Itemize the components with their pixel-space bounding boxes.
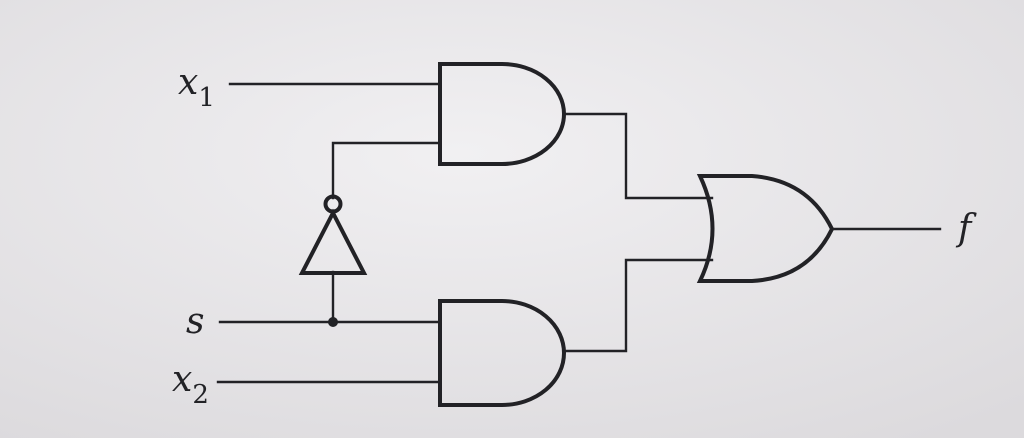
wire-and2-to-or (563, 258, 714, 353)
and-gate-1 (438, 62, 566, 166)
label-x2-subscript: 2 (192, 380, 209, 410)
and-gate-2 (438, 299, 566, 407)
label-s-base: s (186, 301, 204, 342)
label-x1-base: x (178, 62, 198, 103)
junction-dot (328, 317, 338, 327)
wire-not-to-and1 (331, 141, 442, 200)
not-gate-bubble (323, 194, 343, 214)
not-gate (298, 208, 368, 275)
label-x2: x2 (172, 359, 209, 410)
label-x1-subscript: 1 (198, 83, 215, 113)
wire-and1-to-or (563, 112, 714, 200)
label-x2-base: x (172, 359, 192, 400)
label-x1: x1 (178, 62, 215, 113)
or-gate (696, 174, 835, 283)
label-s: s (186, 301, 204, 342)
